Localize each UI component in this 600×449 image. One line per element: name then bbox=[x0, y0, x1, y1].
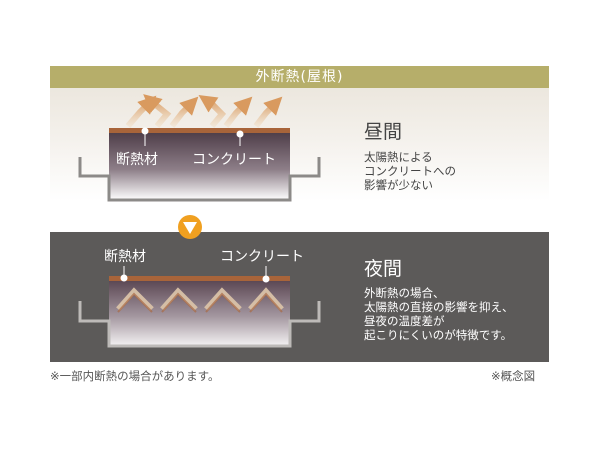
night-heat-zigzag bbox=[116, 287, 284, 311]
day-description: 太陽熱による コンクリートへの 影響が少ない bbox=[364, 150, 456, 192]
footnote-left: ※一部内断熱の場合があります。 bbox=[50, 369, 220, 383]
night-roof-diagram bbox=[78, 266, 321, 348]
down-triangle-icon bbox=[178, 215, 202, 239]
night-parapet-outline bbox=[78, 301, 321, 348]
night-description: 外断熱の場合、 太陽熱の直接の影響を抑え、 昼夜の温度差が 起こりにくいのが特徴… bbox=[364, 286, 514, 342]
day-heat-arrows bbox=[125, 94, 283, 128]
day-roof-diagram bbox=[78, 94, 321, 202]
day-insulation-layer bbox=[109, 128, 290, 133]
day-parapet-outline bbox=[78, 157, 321, 202]
footnote-right: ※概念図 bbox=[491, 369, 536, 383]
night-insulation-marker bbox=[120, 274, 128, 282]
night-insulation-layer bbox=[109, 276, 290, 281]
night-heat-zigzag-shadow bbox=[117, 292, 283, 313]
night-concrete-marker bbox=[262, 275, 270, 283]
day-concrete-slab bbox=[109, 132, 290, 200]
night-concrete-slab bbox=[109, 280, 290, 346]
night-concrete-label: コンクリート bbox=[220, 249, 304, 265]
day-heading: 昼間 bbox=[364, 121, 403, 143]
header-bar bbox=[50, 66, 549, 88]
day-concrete-label: コンクリート bbox=[192, 152, 276, 168]
day-insulation-label: 断熱材 bbox=[116, 152, 158, 168]
header-title: 外断熱(屋根) bbox=[255, 69, 344, 85]
night-insulation-label: 断熱材 bbox=[104, 249, 146, 265]
night-heading: 夜間 bbox=[364, 258, 403, 280]
